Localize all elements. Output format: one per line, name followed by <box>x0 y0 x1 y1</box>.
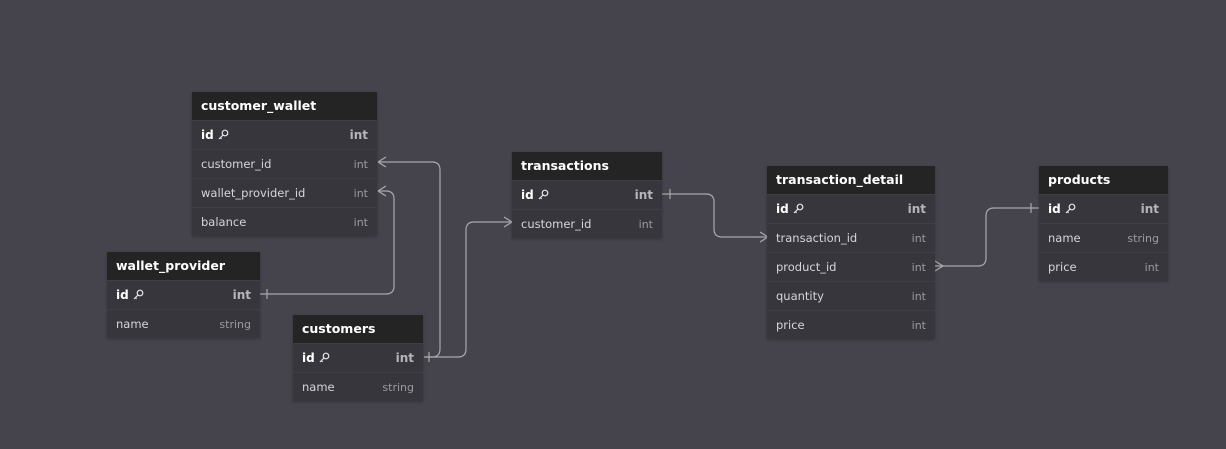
field-name: quantity <box>776 289 824 303</box>
table-title: wallet_provider <box>107 252 260 280</box>
field-type: int <box>1144 260 1159 274</box>
field-type: int <box>353 157 368 171</box>
key-icon <box>538 189 549 200</box>
table-title: customer_wallet <box>192 92 377 120</box>
field-row-name[interactable]: name string <box>107 309 260 338</box>
field-name: product_id <box>776 260 837 274</box>
field-row-price[interactable]: price int <box>1039 252 1168 281</box>
field-row-id[interactable]: id int <box>293 343 423 372</box>
key-icon <box>793 203 804 214</box>
field-name: balance <box>201 215 247 229</box>
relation-transaction-detail-products[interactable] <box>934 203 1039 272</box>
field-type: int <box>911 318 926 332</box>
field-type: int <box>638 217 653 231</box>
field-type: int <box>1140 202 1159 216</box>
field-name: wallet_provider_id <box>201 186 306 200</box>
field-type: string <box>382 380 414 394</box>
field-type: int <box>907 202 926 216</box>
field-type: int <box>395 351 414 365</box>
field-name: transaction_id <box>776 231 858 245</box>
table-customers[interactable]: customers id int name string <box>293 315 423 401</box>
field-type: int <box>232 288 251 302</box>
relation-transactions-customers[interactable] <box>424 216 513 358</box>
table-transactions[interactable]: transactions id int customer_id int <box>512 152 662 238</box>
field-row-customer-id[interactable]: customer_id int <box>192 149 377 178</box>
field-type: int <box>634 188 653 202</box>
field-name: id <box>116 288 129 302</box>
field-type: int <box>353 215 368 229</box>
key-icon <box>319 352 330 363</box>
table-title: transactions <box>512 152 662 180</box>
key-icon <box>1065 203 1076 214</box>
field-name: name <box>302 380 335 394</box>
field-type: int <box>349 128 368 142</box>
table-title: transaction_detail <box>767 166 935 194</box>
key-icon <box>218 129 229 140</box>
field-name: name <box>1048 231 1081 245</box>
table-title: customers <box>293 315 423 343</box>
table-products[interactable]: products id int name string price int <box>1039 166 1168 281</box>
field-row-balance[interactable]: balance int <box>192 207 377 236</box>
field-row-id[interactable]: id int <box>767 194 935 223</box>
table-wallet-provider[interactable]: wallet_provider id int name string <box>107 252 260 338</box>
field-name: name <box>116 317 149 331</box>
field-type: int <box>911 289 926 303</box>
key-icon <box>133 289 144 300</box>
field-name: customer_id <box>201 157 272 171</box>
field-type: int <box>353 186 368 200</box>
table-title: products <box>1039 166 1168 194</box>
field-name: id <box>1048 202 1061 216</box>
field-name: id <box>776 202 789 216</box>
field-type: int <box>911 260 926 274</box>
field-row-transaction-id[interactable]: transaction_id int <box>767 223 935 252</box>
field-row-name[interactable]: name string <box>1039 223 1168 252</box>
field-row-name[interactable]: name string <box>293 372 423 401</box>
field-name: id <box>201 128 214 142</box>
field-row-id[interactable]: id int <box>1039 194 1168 223</box>
table-customer-wallet[interactable]: customer_wallet id int customer_id int w… <box>192 92 377 236</box>
field-name: id <box>302 351 315 365</box>
field-type: string <box>219 317 251 331</box>
field-row-id[interactable]: id int <box>107 280 260 309</box>
field-row-product-id[interactable]: product_id int <box>767 252 935 281</box>
field-row-price[interactable]: price int <box>767 310 935 339</box>
field-row-customer-id[interactable]: customer_id int <box>512 209 662 238</box>
relation-transaction-detail-transactions[interactable] <box>662 189 769 243</box>
field-row-quantity[interactable]: quantity int <box>767 281 935 310</box>
field-row-id[interactable]: id int <box>192 120 377 149</box>
field-row-id[interactable]: id int <box>512 180 662 209</box>
field-name: price <box>776 318 805 332</box>
field-name: id <box>521 188 534 202</box>
field-name: customer_id <box>521 217 592 231</box>
table-transaction-detail[interactable]: transaction_detail id int transaction_id… <box>767 166 935 339</box>
field-type: int <box>911 231 926 245</box>
field-type: string <box>1127 231 1159 245</box>
field-name: price <box>1048 260 1077 274</box>
field-row-wallet-provider-id[interactable]: wallet_provider_id int <box>192 178 377 207</box>
